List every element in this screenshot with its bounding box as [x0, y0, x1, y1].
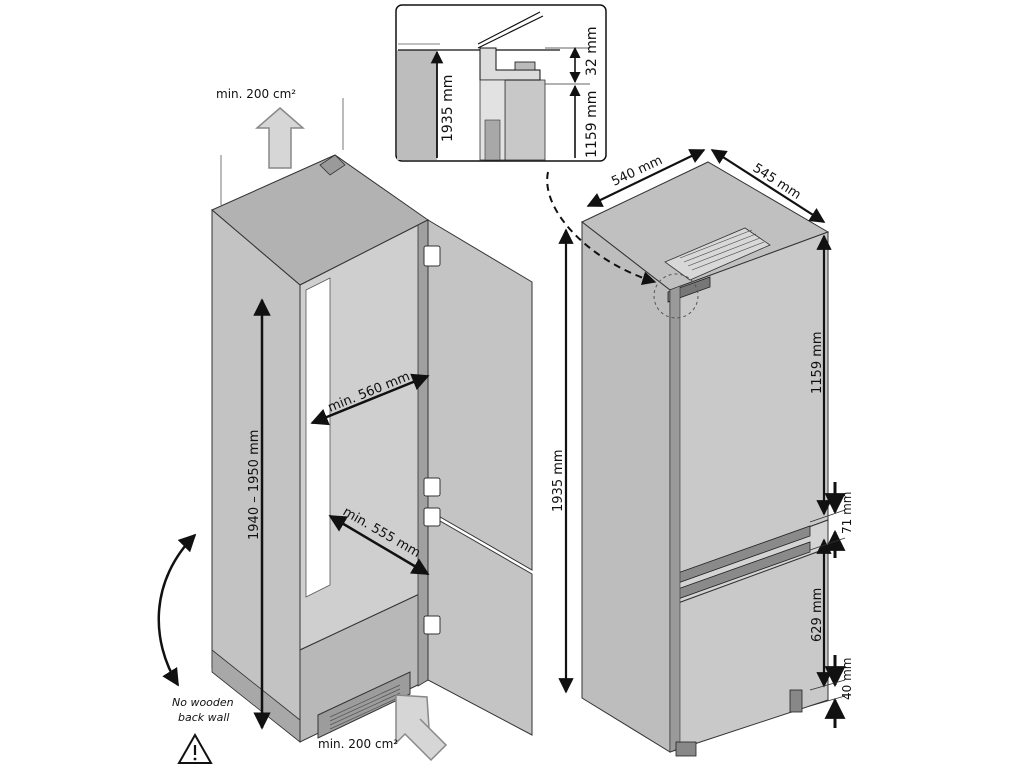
- no-back-wall-line2: back wall: [178, 711, 230, 724]
- fridge-drawing: [581, 161, 830, 757]
- vent-top-label: min. 200 cm²: [216, 87, 296, 101]
- cabinet-dimensions: [253, 298, 430, 730]
- airflow-up-arrow-icon: [254, 107, 306, 169]
- vent-bottom-label: min. 200 cm²: [318, 737, 398, 751]
- detail-gap-label: 32 mm: [584, 26, 600, 76]
- detail-height-label: 1935 mm: [440, 75, 456, 142]
- door-gap-label: 71 mm: [840, 492, 854, 534]
- bottom-gap-label: 40 mm: [840, 658, 854, 700]
- cabinet-height-label: 1940 – 1950 mm: [247, 430, 262, 540]
- lower-door-label: 629 mm: [810, 588, 825, 642]
- cabinet-drawing: [211, 98, 533, 743]
- warning-triangle-icon: [177, 732, 213, 764]
- upper-door-label: 1159 mm: [810, 331, 825, 394]
- detail-door-label: 1159 mm: [584, 91, 600, 158]
- no-back-wall-line1: No wooden: [172, 696, 234, 709]
- detail-inset: [395, 4, 607, 162]
- fridge-height-label: 1935 mm: [551, 449, 566, 512]
- swing-arrow-icon: [157, 533, 197, 687]
- airflow-diagonal-arrow-icon: [395, 694, 448, 762]
- fridge-width-label: 540 mm: [609, 153, 665, 190]
- fridge-dimensions: [558, 149, 846, 728]
- detail-callout: [546, 171, 699, 319]
